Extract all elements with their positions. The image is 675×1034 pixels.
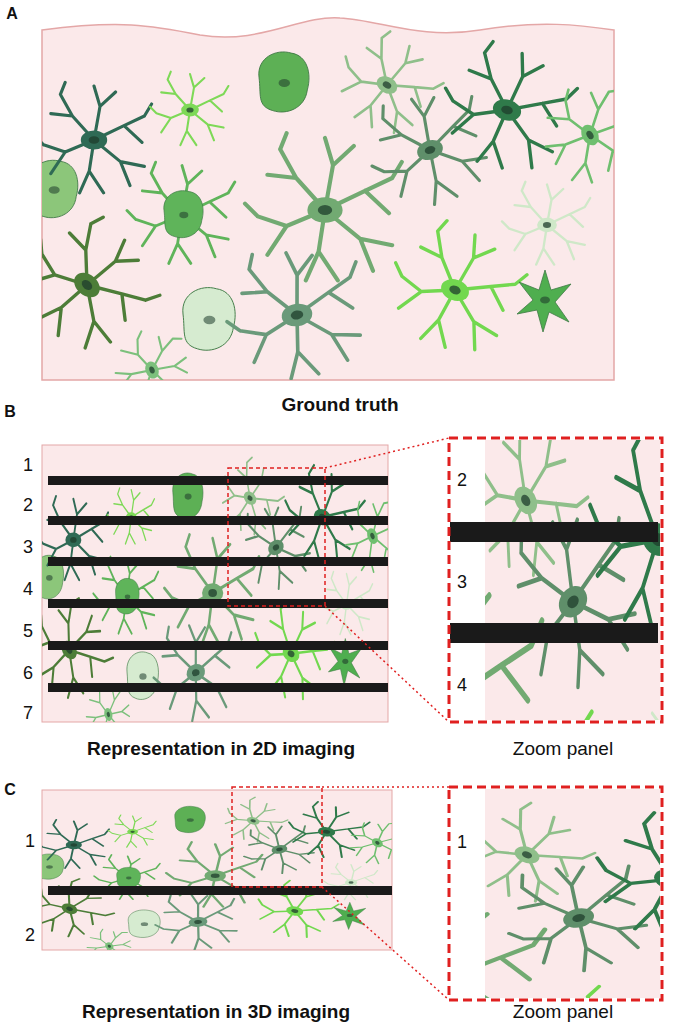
slice-number: 3 <box>457 573 467 593</box>
slice-number: 2 <box>457 471 467 491</box>
slice-number: 1 <box>457 833 467 853</box>
panel-title: Representation in 3D imaging <box>82 1002 350 1023</box>
panel-subtitle: Zoom panel <box>513 739 613 760</box>
slice-number: 1 <box>25 832 35 852</box>
slice-number: 2 <box>25 926 35 946</box>
slice-number: 7 <box>23 704 33 724</box>
panel-letter: B <box>4 403 16 421</box>
panel-title: Ground truth <box>281 395 398 416</box>
slice-number: 4 <box>23 580 33 600</box>
slice-number: 4 <box>457 676 467 696</box>
slice-number: 6 <box>23 664 33 684</box>
panel-subtitle: Zoom panel <box>513 1002 613 1023</box>
slice-number: 5 <box>23 622 33 642</box>
panel-title: Representation in 2D imaging <box>87 739 355 760</box>
panel-letter: A <box>6 5 18 23</box>
panel-letter: C <box>4 781 16 799</box>
slice-number: 2 <box>23 496 33 516</box>
slice-number: 3 <box>23 538 33 558</box>
slice-number: 1 <box>23 456 33 476</box>
